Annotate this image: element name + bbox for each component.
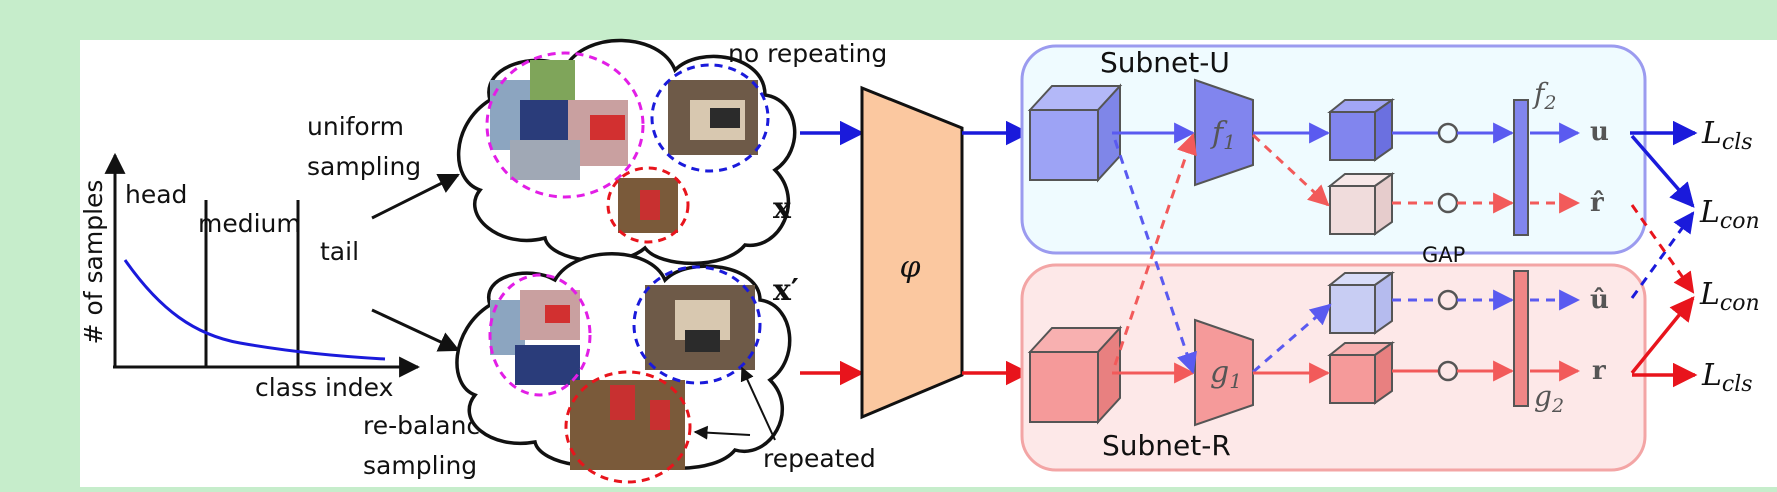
uniform-batch-cloud — [457, 38, 797, 266]
long-tail-chart: # of samples class index head medium tai… — [79, 152, 421, 402]
uhat-to-lcon-arrow — [1630, 211, 1695, 299]
f2-classifier — [1513, 99, 1529, 236]
feature-cube-icon — [1327, 172, 1396, 236]
u-cube-to-g1-cross-arrow — [1113, 139, 1197, 374]
r-to-lcon-arrow — [1630, 296, 1695, 375]
repeated-pointer-2 — [740, 366, 776, 441]
output-r-hat: r̂ — [1590, 188, 1604, 218]
chart-ylabel: # of samples — [79, 180, 108, 345]
no-repeating-label: no repeating — [728, 39, 887, 68]
g1-head — [1194, 318, 1254, 427]
image-collage-icon — [490, 285, 755, 470]
region-medium: medium — [198, 209, 301, 238]
output-u: u — [1590, 117, 1609, 147]
tail-classes-circle — [632, 265, 762, 385]
tail-classes-circle — [650, 63, 770, 173]
region-tail: tail — [320, 237, 359, 266]
rhat-to-lcon-arrow — [1630, 204, 1695, 294]
repeated-pointer-1 — [693, 425, 751, 440]
g2-classifier — [1513, 270, 1529, 407]
r-cube-to-f1-cross-arrow — [1113, 133, 1197, 366]
chart-xlabel: class index — [255, 373, 393, 402]
u-to-lcon-arrow — [1630, 134, 1695, 208]
uniform-sampling-arrow — [371, 173, 460, 220]
loss-cls-r: Lcls — [1701, 358, 1753, 397]
output-r: r — [1592, 356, 1606, 386]
gap-label: GAP — [1422, 243, 1465, 267]
g2-label: g2 — [1534, 380, 1564, 417]
medium-classes-circle — [564, 370, 692, 484]
feature-cube-icon — [1027, 83, 1123, 183]
head-classes-circle — [488, 273, 592, 397]
repeated-label: repeated — [763, 444, 876, 473]
backbone-phi: φ — [899, 250, 920, 285]
g1-label: g1 — [1210, 355, 1242, 393]
image-collage-icon — [490, 60, 758, 233]
f1-to-rhat-cube-arrow — [1251, 133, 1330, 207]
head-classes-circle — [485, 51, 645, 199]
loss-con-r: Lcon — [1699, 277, 1760, 316]
feature-cube-icon — [1327, 271, 1396, 335]
rebalanced-sampling-line2: sampling — [363, 451, 477, 480]
rebalanced-sampling-arrow — [371, 308, 460, 352]
region-head: head — [125, 180, 187, 209]
feature-cube-icon — [1027, 325, 1123, 425]
feature-cube-icon — [1327, 98, 1396, 162]
output-u-hat: û — [1590, 285, 1609, 315]
subnet-u-title: Subnet-U — [1100, 46, 1230, 79]
uniform-sampling-line1: uniform — [307, 112, 404, 141]
input-x: x — [773, 191, 792, 226]
backbone-trapezoid — [860, 85, 964, 420]
rebalanced-batch-cloud — [455, 252, 792, 484]
medium-classes-circle — [606, 166, 690, 244]
g1-to-uhat-cube-arrow — [1252, 303, 1332, 374]
uniform-sampling-line2: sampling — [307, 152, 421, 181]
subnet-r-title: Subnet-R — [1102, 429, 1231, 462]
long-tail-curve — [123, 259, 386, 361]
feature-cube-icon — [1327, 341, 1396, 405]
loss-con-u: Lcon — [1699, 195, 1760, 234]
loss-cls-u: Lcls — [1701, 116, 1753, 155]
input-x-prime: x′ — [773, 273, 799, 308]
